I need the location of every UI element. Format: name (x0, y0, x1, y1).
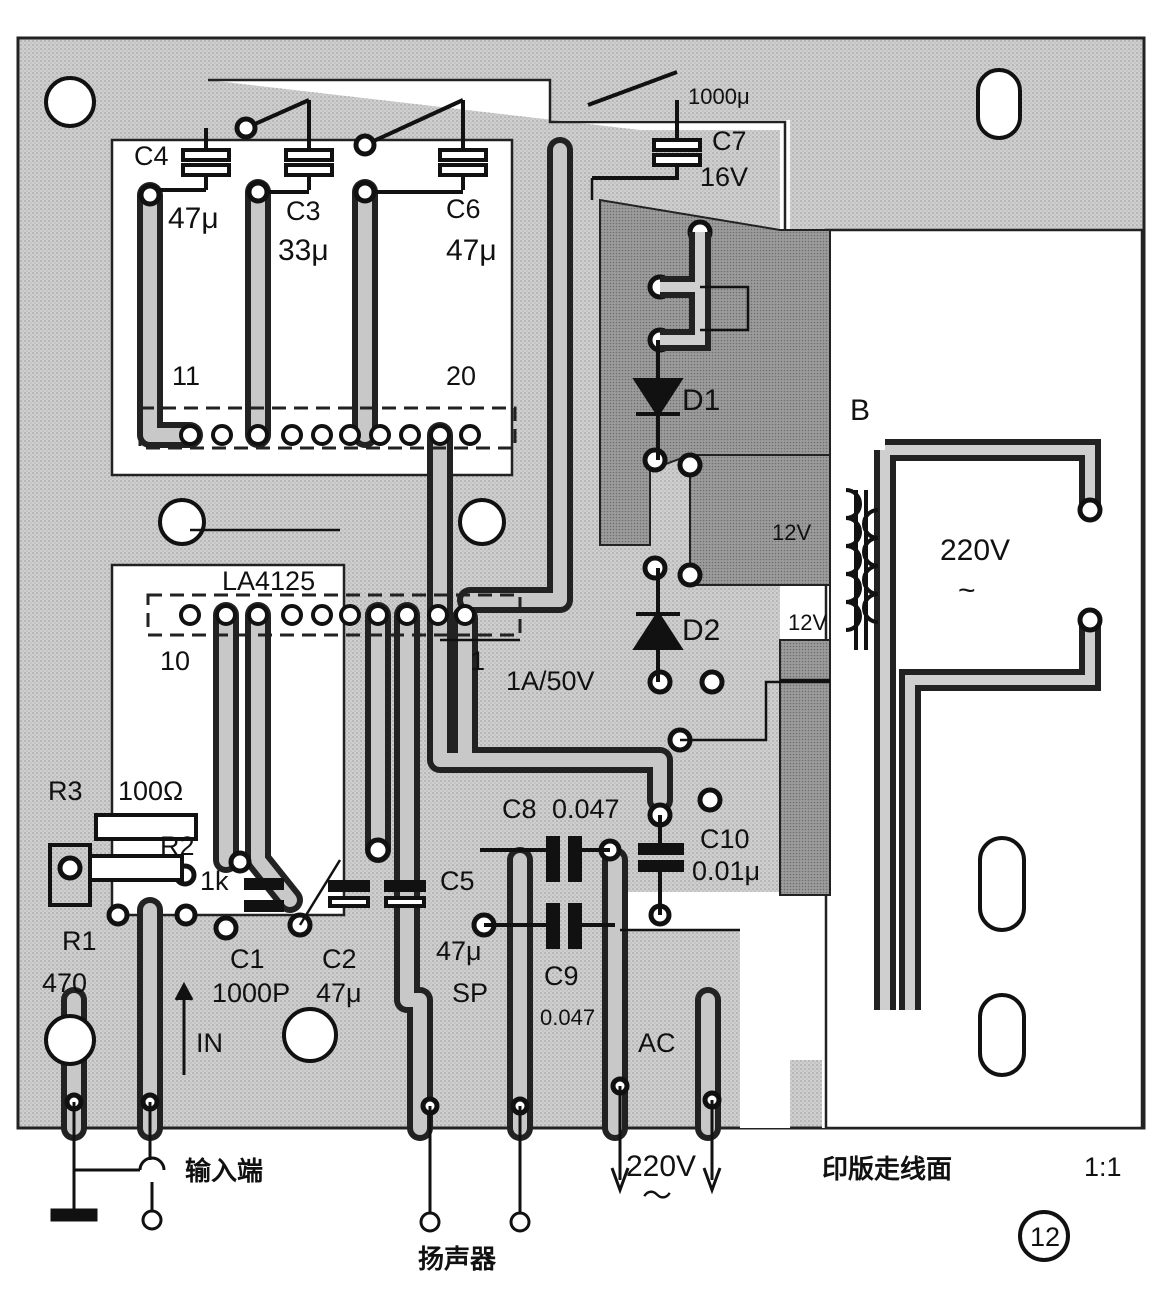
label-r3-value: 100Ω (118, 776, 183, 806)
label-220v: 220V (940, 534, 1010, 567)
small-capacitors (244, 815, 684, 949)
label-c1: C1 (230, 944, 265, 974)
transformer-symbol (845, 488, 879, 650)
label-c4: C4 (134, 141, 169, 171)
label-speaker: 扬声器 (418, 1245, 497, 1275)
label-r2-value: 1k (200, 866, 229, 896)
label-r3: R3 (48, 776, 83, 806)
label-12v-a: 12V (772, 520, 811, 545)
label-input-terminal: 输入端 (185, 1156, 263, 1187)
label-c8-value: 0.047 (552, 794, 620, 824)
label-ac-in-tilde: ～ (642, 1180, 672, 1213)
label-c7-value: 1000μ (688, 84, 750, 109)
label-c6-value: 47μ (446, 234, 497, 267)
label-r2: R2 (160, 831, 195, 861)
ic-outlines (138, 406, 522, 637)
label-c6: C6 (446, 194, 481, 224)
transformer-pad (689, 454, 831, 586)
label-c10: C10 (700, 824, 750, 854)
label-r1-value: 470 (42, 968, 87, 998)
label-scale: 1:1 (1084, 1152, 1122, 1182)
label-c2: C2 (322, 944, 357, 974)
label-ac: AC (638, 1028, 676, 1058)
label-c7-voltage: 16V (700, 162, 748, 192)
label-c7: C7 (712, 126, 747, 156)
label-transformer: B (850, 394, 870, 427)
label-pin-11: 11 (172, 361, 200, 391)
label-c2-value: 47μ (316, 978, 362, 1008)
label-c4-value: 47μ (168, 202, 219, 235)
mounting-holes (44, 68, 1026, 1077)
label-ac-in: 220V (626, 1150, 696, 1183)
label-c1-value: 1000P (212, 978, 290, 1008)
label-c9-value: 0.047 (540, 1005, 595, 1030)
label-c5: C5 (440, 866, 475, 896)
label-12v-b: 12V (788, 610, 827, 635)
diodes (632, 340, 684, 682)
label-pin-20: 20 (446, 361, 476, 391)
label-ic: LA4125 (222, 566, 315, 596)
label-pin-10: 10 (160, 646, 190, 676)
label-figure-number: 12 (1030, 1222, 1060, 1252)
label-r1: R1 (62, 926, 97, 956)
labels: C4 47μ C3 33μ C6 47μ 1000μ C7 16V 11 20 … (42, 84, 1122, 1275)
label-sp: SP (452, 978, 488, 1008)
label-pin-1: 1 (470, 646, 485, 676)
label-c8: C8 (502, 794, 537, 824)
label-c10-value: 0.01μ (692, 856, 760, 886)
label-in: IN (196, 1028, 223, 1058)
label-c3: C3 (286, 196, 321, 226)
label-c9: C9 (544, 961, 579, 991)
label-c3-value: 33μ (278, 234, 329, 267)
label-diode-rating: 1A/50V (506, 666, 595, 696)
external-terminals (50, 981, 1070, 1262)
ic-pins (179, 424, 481, 626)
label-c5-value: 47μ (436, 936, 482, 966)
resistors (48, 813, 198, 907)
label-pcb-side: 印版走线面 (822, 1155, 952, 1185)
wires (190, 178, 830, 932)
label-d2: D2 (682, 614, 720, 647)
label-d1: D1 (682, 384, 720, 417)
label-220v-tilde: ~ (958, 574, 976, 607)
